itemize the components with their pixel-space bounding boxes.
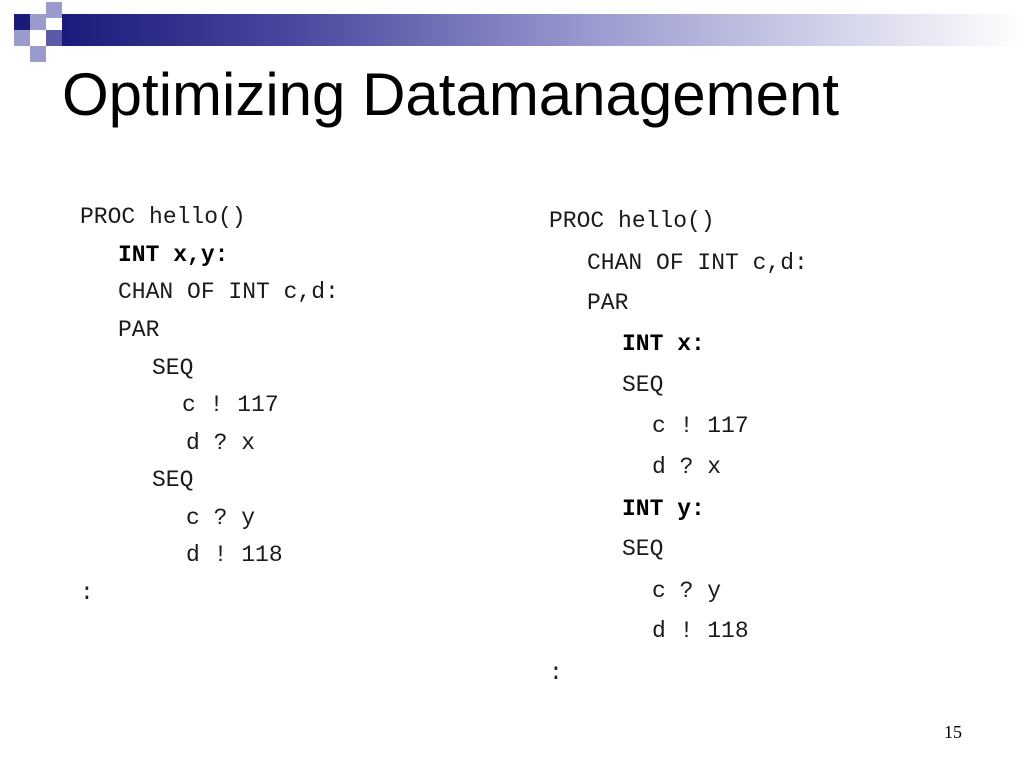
header-gradient-bar <box>62 14 1024 46</box>
code-line: c ? y <box>186 505 256 531</box>
code-line: INT y: <box>622 496 705 522</box>
code-line: d ? x <box>186 430 256 456</box>
code-line: CHAN OF INT c,d: <box>118 279 339 305</box>
code-line: CHAN OF INT c,d: <box>587 250 808 276</box>
code-line: d ! 118 <box>186 542 283 568</box>
slide-number: 15 <box>944 722 962 742</box>
header-square-light <box>14 30 30 46</box>
code-line: PAR <box>118 317 160 343</box>
header-square-dark <box>14 14 30 30</box>
header-square-light <box>46 2 62 18</box>
code-line: PROC hello() <box>80 204 246 230</box>
slide-title: Optimizing Datamanagement <box>62 61 840 128</box>
code-line: SEQ <box>622 372 664 398</box>
code-line: c ! 117 <box>182 392 279 418</box>
code-line: PAR <box>587 290 629 316</box>
code-line: SEQ <box>152 355 194 381</box>
code-line: : <box>549 660 563 686</box>
code-line: PROC hello() <box>549 208 715 234</box>
code-line: SEQ <box>152 467 194 493</box>
header-square-light <box>30 14 46 30</box>
code-line: c ! 117 <box>652 413 749 439</box>
code-line: : <box>80 580 94 606</box>
code-line: d ? x <box>652 454 722 480</box>
code-line: c ? y <box>652 578 722 604</box>
code-line: SEQ <box>622 536 664 562</box>
header-square-light <box>30 46 46 62</box>
code-line: INT x: <box>622 331 705 357</box>
header-square-mid <box>46 30 62 46</box>
code-line: INT x,y: <box>118 242 229 268</box>
code-line: d ! 118 <box>652 618 749 644</box>
